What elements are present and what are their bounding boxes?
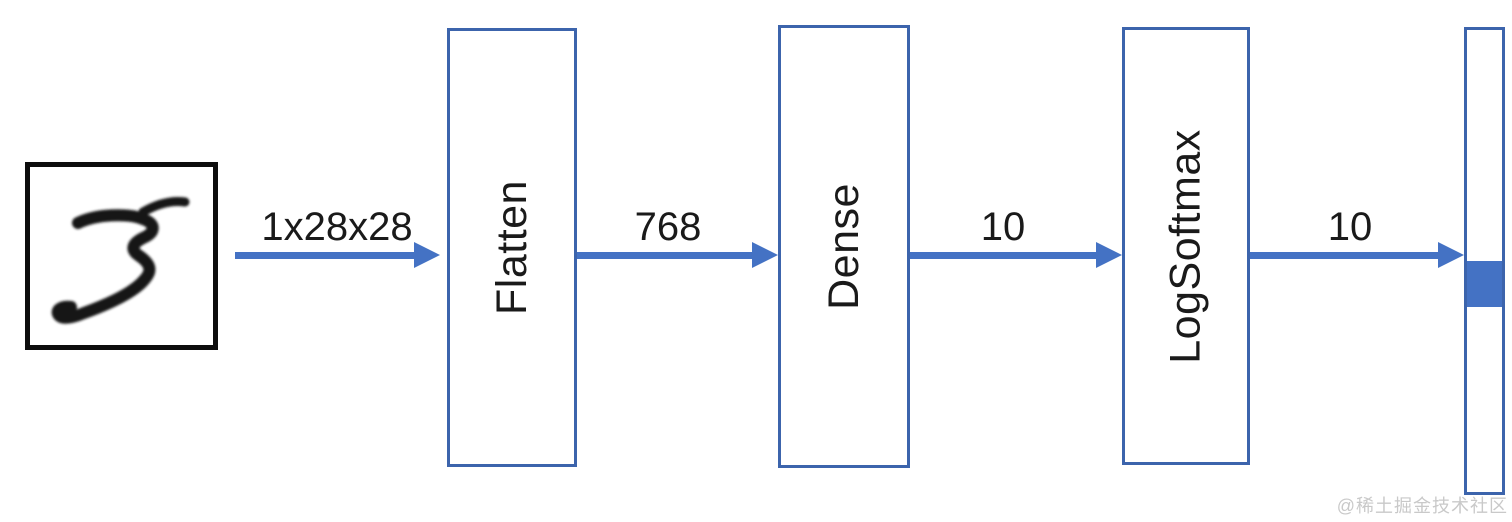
layer-box-logsoftmax: LogSoftmax: [1122, 27, 1250, 465]
layer-label-logsoftmax: LogSoftmax: [1161, 128, 1210, 364]
input-image: [25, 162, 218, 350]
arrow-dense-to-logsoftmax: [910, 242, 1122, 268]
arrow-shaft: [235, 252, 420, 259]
watermark: @稀土掘金技术社区: [1336, 496, 1508, 516]
arrow-logsoftmax-to-output: [1250, 242, 1464, 268]
output-cell-2: [1467, 122, 1502, 168]
output-cell-4: [1467, 215, 1502, 261]
arrow-head-icon: [1438, 242, 1464, 268]
arrow-label-logsoftmax-out: 10: [1327, 205, 1373, 249]
arrow-label-input-shape: 1x28x28: [261, 205, 413, 249]
arrow-label-dense-out: 10: [980, 205, 1026, 249]
output-cell-7: [1467, 353, 1502, 399]
arrow-shaft: [910, 252, 1102, 259]
arrow-shaft: [577, 252, 758, 259]
output-cell-3: [1467, 169, 1502, 215]
output-vector: [1464, 27, 1505, 495]
arrow-shaft: [1250, 252, 1444, 259]
handwritten-digit-5-icon: [51, 197, 190, 324]
output-cell-8: [1467, 400, 1502, 446]
layer-box-dense: Dense: [778, 25, 910, 468]
layer-label-flatten: Flatten: [487, 180, 536, 315]
output-cell-0: [1467, 30, 1502, 76]
arrow-head-icon: [1096, 242, 1122, 268]
output-cell-5: [1467, 261, 1502, 308]
arrow-flatten-to-dense: [577, 242, 778, 268]
arrow-head-icon: [414, 242, 440, 268]
arrow-head-icon: [752, 242, 778, 268]
arrow-input-to-flatten: [235, 242, 440, 268]
output-cell-1: [1467, 76, 1502, 122]
layer-label-dense: Dense: [819, 183, 868, 310]
output-cell-9: [1467, 446, 1502, 492]
output-vector-cells: [1467, 30, 1502, 492]
layer-box-flatten: Flatten: [447, 28, 577, 467]
arrow-label-flatten-out: 768: [634, 205, 702, 249]
output-cell-6: [1467, 307, 1502, 353]
